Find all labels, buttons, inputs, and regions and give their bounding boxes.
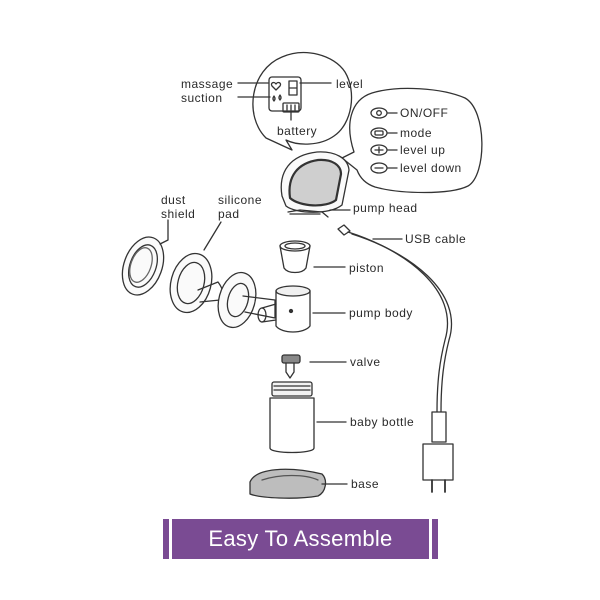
level-down-label: level down [400, 161, 462, 175]
piston-label: piston [349, 261, 385, 275]
minus-button-icon [370, 162, 388, 174]
breast-shield [217, 271, 276, 329]
banner-left-bar [163, 519, 169, 559]
piston [279, 240, 311, 274]
dust-shield [121, 236, 165, 296]
usb-cable [337, 224, 454, 493]
baby-bottle-label: baby bottle [350, 415, 415, 429]
button-callout-bubble [341, 87, 483, 194]
massage-label: massage [181, 77, 234, 91]
shield-label: shield [161, 207, 196, 221]
level-label: level [336, 77, 364, 91]
heart-icon [270, 81, 282, 91]
suction-label: suction [181, 91, 223, 105]
battery-label: battery [277, 124, 318, 138]
banner-right-bar [432, 519, 438, 559]
pump-head [280, 151, 350, 218]
pump-body-label: pump body [349, 306, 413, 320]
mode-label: mode [400, 126, 433, 140]
on-off-label: ON/OFF [400, 106, 449, 120]
pump-body [257, 285, 311, 333]
usb-cable-label: USB cable [405, 232, 467, 246]
assembly-banner: Easy To Assemble [163, 519, 438, 559]
silicone-pad [169, 252, 224, 314]
bottle-base [249, 468, 327, 499]
banner-title: Easy To Assemble [172, 519, 429, 559]
dust-label: dust [161, 193, 186, 207]
pad-label: pad [218, 207, 240, 221]
drops-icon [272, 94, 282, 102]
base-label: base [351, 477, 380, 491]
silicone-pad-leader [203, 221, 222, 251]
plus-button-icon [370, 144, 388, 156]
dust-shield-leader [159, 219, 169, 245]
lcd-display-icon [268, 76, 302, 112]
valve-label: valve [350, 355, 381, 369]
valve [281, 354, 301, 379]
baby-bottle [269, 381, 315, 454]
pump-head-label: pump head [353, 201, 418, 215]
silicone-label: silicone [218, 193, 263, 207]
level-up-label: level up [400, 143, 446, 157]
display-leader-lines [237, 82, 332, 121]
button-leader-lines [387, 112, 398, 169]
mode-button-icon [370, 127, 388, 139]
power-button-icon [370, 107, 388, 119]
